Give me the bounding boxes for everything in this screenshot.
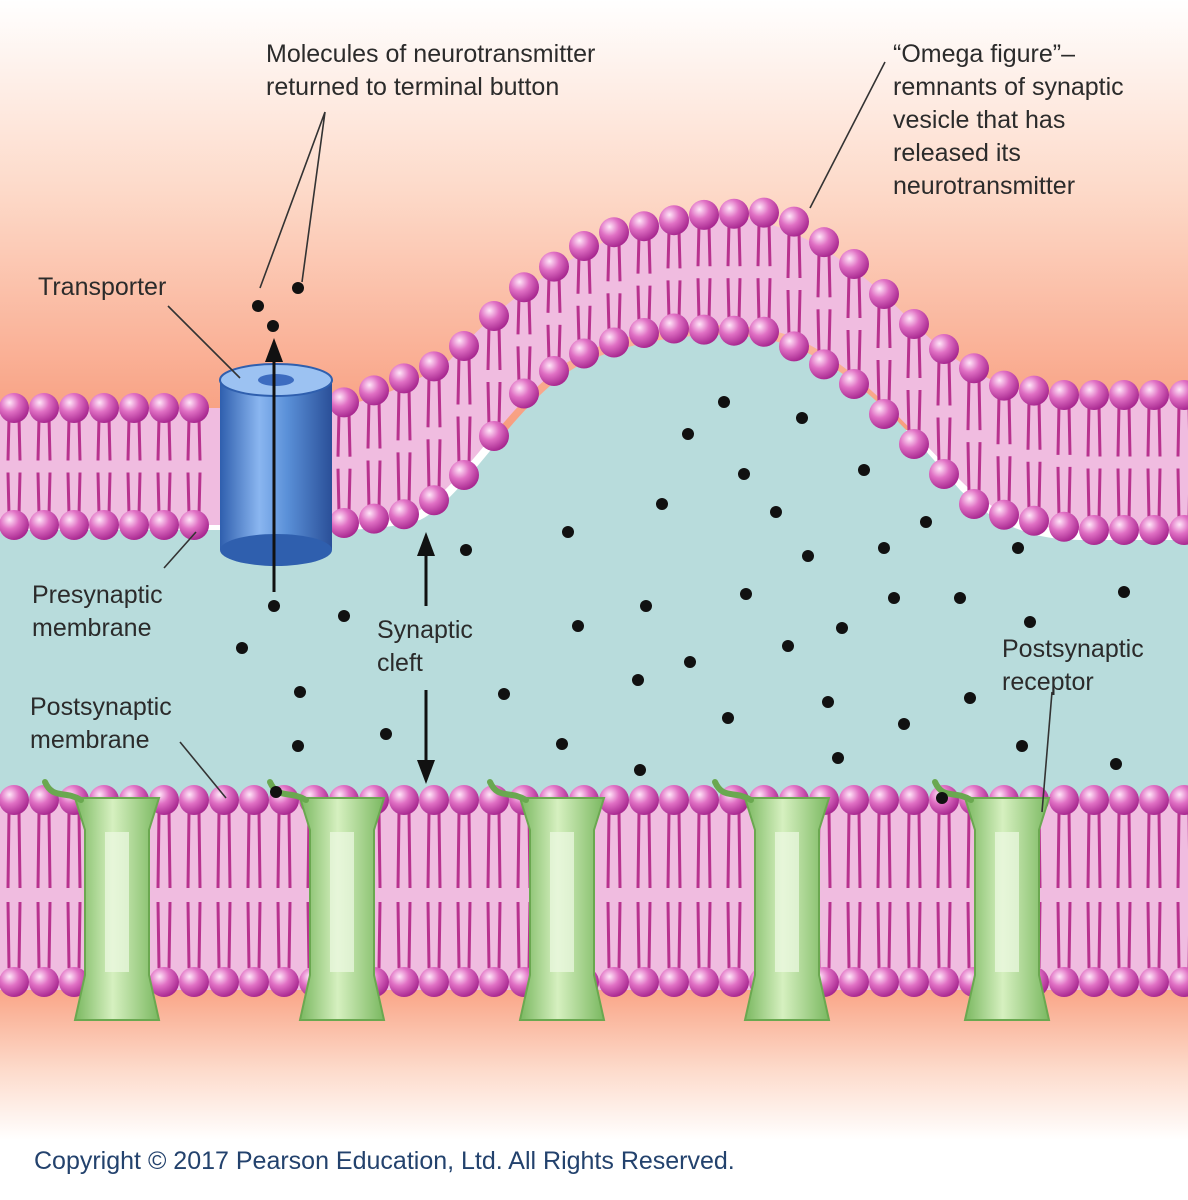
transporter-label-text: Transporter xyxy=(38,273,167,301)
molecules-label-line-1: Molecules of neurotransmitter xyxy=(266,40,596,68)
cleft-label-line-1: Synaptic xyxy=(377,616,473,644)
omega-label-line-5: neurotransmitter xyxy=(893,172,1076,200)
presynaptic-membrane-label: Presynaptic membrane xyxy=(32,579,163,645)
cleft-label-line-2: cleft xyxy=(377,649,423,677)
postsynaptic-receptors xyxy=(42,779,1051,1021)
receptor-icon-4 xyxy=(712,779,831,1021)
post-membrane-label-line-2: membrane xyxy=(30,726,150,754)
synaptic-cleft-label: Synaptic cleft xyxy=(377,614,473,680)
transporter-icon xyxy=(219,363,333,566)
transporter-label: Transporter xyxy=(38,271,166,304)
receptor-label-line-2: receptor xyxy=(1002,668,1094,696)
omega-label-line-2: remnants of synaptic xyxy=(893,73,1124,101)
presynaptic-label-line-2: membrane xyxy=(32,614,152,642)
molecules-label-line-2: returned to terminal button xyxy=(266,73,560,101)
synaptic-cleft-fluid xyxy=(0,335,1188,800)
receptor-icon-2 xyxy=(267,779,386,1021)
receptor-label-line-1: Postsynaptic xyxy=(1002,635,1144,663)
molecules-leader xyxy=(259,111,326,289)
postsynaptic-membrane-leader xyxy=(179,741,227,799)
presynaptic-leader xyxy=(163,531,197,569)
omega-leader xyxy=(809,61,886,209)
transporter-leader xyxy=(167,305,241,379)
receptor-icon-3 xyxy=(487,779,606,1021)
neurotransmitter-molecules xyxy=(236,282,1130,804)
omega-label-line-1: “Omega figure”– xyxy=(893,40,1076,68)
presynaptic-label-line-1: Presynaptic xyxy=(32,581,163,609)
omega-label-line-4: released its xyxy=(893,139,1021,167)
presynaptic-lipid-heads xyxy=(0,197,1188,545)
molecules-label: Molecules of neurotransmitter returned t… xyxy=(266,38,595,104)
receptor-icon-5 xyxy=(932,779,1051,1021)
omega-figure-label: “Omega figure”– remnants of synaptic ves… xyxy=(893,38,1124,203)
omega-label-line-3: vesicle that has xyxy=(893,106,1066,134)
post-membrane-label-line-1: Postsynaptic xyxy=(30,693,172,721)
postsynaptic-membrane-label: Postsynaptic membrane xyxy=(30,691,172,757)
copyright-notice: Copyright © 2017 Pearson Education, Ltd.… xyxy=(34,1147,735,1175)
leader-lines xyxy=(163,61,1053,813)
presynaptic-lipid-tails xyxy=(6,222,1188,521)
postsynaptic-receptor-label: Postsynaptic receptor xyxy=(1002,633,1144,699)
transport-arrow xyxy=(265,338,283,592)
receptor-icon-1 xyxy=(42,779,161,1021)
cleft-width-arrow xyxy=(417,532,435,784)
postsynaptic-receptor-leader xyxy=(1041,691,1053,813)
